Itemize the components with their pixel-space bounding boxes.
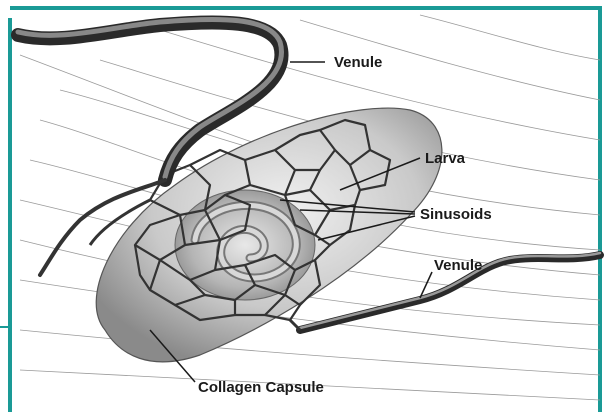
label-sinusoids: Sinusoids — [420, 206, 492, 223]
label-venule-right: Venule — [434, 257, 482, 274]
label-collagen-capsule: Collagen Capsule — [198, 379, 324, 396]
label-venule-top: Venule — [334, 54, 382, 71]
label-larva: Larva — [425, 150, 466, 167]
larva — [175, 190, 315, 300]
